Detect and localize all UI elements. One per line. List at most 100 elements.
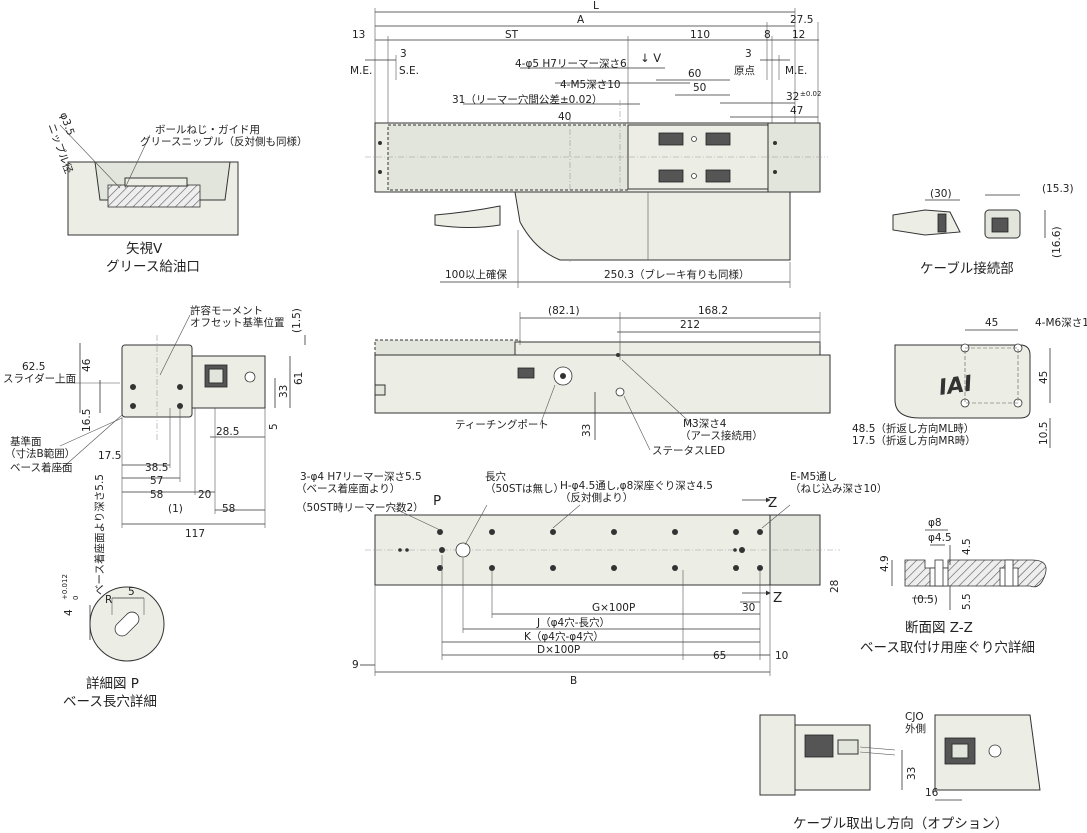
slot-label-2: （50STは無し） — [485, 482, 564, 495]
dim-33-end: 33 — [278, 385, 290, 398]
radius-r: R — [105, 594, 112, 606]
dim-0-5: (0.5) — [913, 594, 938, 606]
bottom-view — [360, 497, 840, 676]
ream-3-note-2: （ベース着座面より） — [296, 482, 400, 495]
cjo-outside: 外側 — [905, 722, 926, 735]
dim-1-5: (1.5) — [291, 308, 303, 333]
dim-62-5: 62.5 — [22, 361, 45, 373]
dim-100: 100以上確保 — [445, 268, 508, 281]
section-zz-labels: φ8 φ4.5 4.9 4.5 (0.5) 5.5 断面図 Z-Z ベース取付け… — [860, 517, 1035, 656]
ream-3-note-3: （50ST時リーマー穴数2） — [296, 501, 424, 514]
dim-40: 40 — [558, 111, 571, 123]
dim-45-right: 45 — [1038, 371, 1050, 384]
bottom-view-labels: 3-φ4 H7リーマー深さ5.5 （ベース着座面より） （50ST時リーマー穴数… — [296, 470, 887, 687]
option-cjo-labels: CJO 外側 33 16 ケーブル取出し方向（オプション） — [793, 711, 1008, 832]
e-m5-note-2: （ねじ込み深さ10） — [790, 483, 887, 495]
cable-connection-labels: (30) (15.3) (16.6) ケーブル接続部 — [920, 183, 1074, 277]
me-left-label: M.E. — [350, 65, 372, 77]
detail-p-labels: ベース着座面より深さ5.5 4 +0.012 0 5 R 詳細図 P ベース長穴… — [61, 474, 157, 710]
tol-4: 4 — [63, 609, 75, 616]
option-title: ケーブル取出し方向（オプション） — [793, 815, 1008, 832]
dim-4-9: 4.9 — [879, 555, 891, 572]
detail-p-marker: P — [433, 493, 441, 509]
tol-zero: 0 — [72, 596, 80, 600]
dim-33-opt: 33 — [906, 767, 918, 780]
dim-28: 28 — [829, 580, 841, 593]
dim-60: 60 — [688, 68, 701, 80]
dim-10: 10 — [775, 650, 788, 662]
cable-title: ケーブル接続部 — [920, 260, 1014, 277]
section-zz — [891, 529, 1047, 610]
m3-note: M3深さ4 — [683, 418, 727, 430]
dim-58a: 58 — [150, 489, 163, 501]
dim-57: 57 — [150, 475, 163, 487]
detail-p — [89, 586, 165, 662]
moment-label-1: 許容モーメント — [190, 304, 263, 317]
dim-3-right: 3 — [745, 48, 752, 60]
dim-58b: 58 — [222, 503, 235, 515]
dim-d: D×100P — [537, 644, 580, 656]
iai-logo: IAI — [937, 372, 974, 401]
tol-plus: +0.012 — [61, 574, 69, 600]
end-view-labels: 許容モーメント オフセット基準位置 (1.5) 62.5 スライダー上面 46 … — [3, 304, 305, 540]
dim-5-end: 5 — [268, 423, 280, 430]
top-view — [365, 8, 828, 288]
dim-65: 65 — [713, 650, 726, 662]
dim-b: B — [570, 675, 577, 687]
phi-4-5: φ4.5 — [928, 532, 952, 544]
dim-38-5: 38.5 — [145, 462, 168, 474]
ream-pitch-note: 31（リーマー穴間公差±0.02） — [452, 93, 603, 106]
option-cjo — [759, 714, 1041, 801]
ream-3-note: 3-φ4 H7リーマー深さ5.5 — [300, 471, 422, 483]
dim-15-3: (15.3) — [1042, 183, 1074, 195]
dim-1: (1) — [168, 503, 183, 515]
moment-label-2: オフセット基準位置 — [190, 316, 285, 329]
dim-82-1: (82.1) — [548, 305, 580, 317]
dim-j: J（φ4穴-長穴） — [536, 616, 610, 629]
dim-50: 50 — [693, 82, 706, 94]
se-label: S.E. — [399, 65, 419, 77]
dim-13: 13 — [352, 29, 365, 41]
dim-5-detail: 5 — [128, 586, 135, 598]
dim-168-2: 168.2 — [698, 305, 728, 317]
dim-17-5: 17.5 — [98, 450, 121, 462]
m3-note-2: （アース接続用） — [680, 429, 763, 442]
dim-28-5: 28.5 — [216, 426, 239, 438]
grease-title-1: 矢視V — [126, 241, 163, 257]
ref-plane-3: ベース着座面 — [10, 461, 72, 474]
slider-top: スライダー上面 — [3, 372, 76, 385]
dim-20: 20 — [198, 489, 211, 501]
slot-label: 長穴 — [485, 470, 506, 483]
dim-5-5: 5.5 — [961, 593, 973, 610]
detail-p-title-1: 詳細図 P — [86, 676, 139, 692]
dim-8: 8 — [764, 29, 771, 41]
side-view-labels: (82.1) 168.2 212 ティーチングポート M3深さ4 （アース接続用… — [455, 305, 976, 457]
dim-ST: ST — [505, 29, 519, 41]
dim-17-5-mr: 17.5（折返し方向MR時） — [852, 434, 976, 447]
dim-48-5: 48.5（折返し方向ML時） — [852, 422, 974, 435]
dim-61: 61 — [293, 372, 305, 385]
dim-32-tol: ±0.02 — [800, 90, 821, 98]
h-holes-note-2: （反対側より） — [560, 491, 633, 504]
m6-note: 4-M6深さ12 — [1035, 317, 1087, 329]
cjo-label: CJO — [905, 711, 924, 723]
side-view — [374, 312, 831, 451]
right-end-labels: 45 4-M6深さ12 45 10.5 IAI — [937, 317, 1087, 445]
dim-10-5: 10.5 — [1038, 422, 1050, 445]
dim-16-opt: 16 — [925, 787, 939, 799]
detail-p-title-2: ベース長穴詳細 — [63, 694, 157, 710]
dim-30: (30) — [930, 188, 952, 200]
status-led: ステータスLED — [652, 445, 725, 457]
ref-plane-1: 基準面 — [10, 435, 42, 448]
depth-note: ベース着座面より深さ5.5 — [93, 474, 106, 595]
dim-45-top: 45 — [985, 317, 998, 329]
dim-32: 32 — [786, 91, 799, 103]
grease-note-1: ボールねじ・ガイド用 — [155, 124, 260, 136]
dim-27-5: 27.5 — [790, 14, 813, 26]
grease-note-2: グリースニップル（反対側も同様） — [140, 135, 307, 148]
dim-k: K（φ4穴-φ4穴） — [524, 630, 604, 643]
grease-title-2: グリース給油口 — [106, 259, 200, 275]
dim-12: 12 — [792, 29, 805, 41]
